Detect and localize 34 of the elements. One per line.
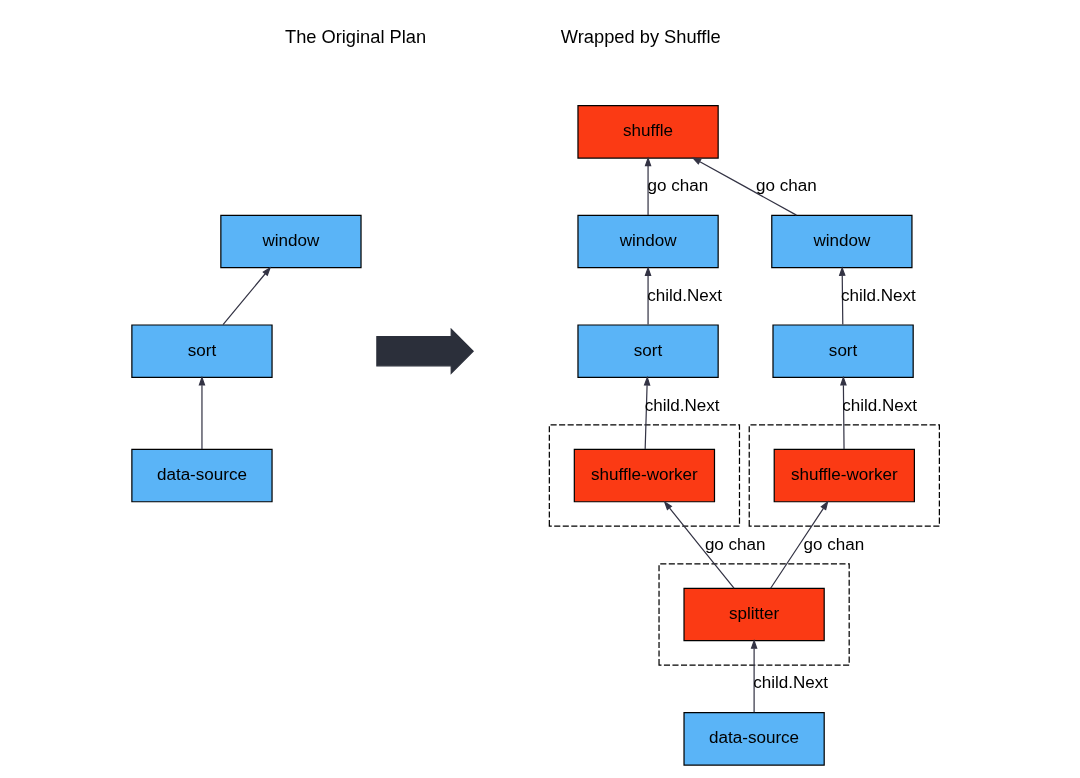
arrow bbox=[769, 500, 829, 589]
node-box: window bbox=[576, 214, 719, 269]
edge-label: go chan bbox=[647, 176, 708, 196]
label: The Original Plan bbox=[284, 26, 426, 48]
arrow bbox=[838, 266, 846, 326]
node-box: sort bbox=[771, 324, 914, 379]
node-box: shuffle-worker bbox=[573, 448, 715, 503]
node-box: sort bbox=[576, 324, 719, 379]
node-box: splitter bbox=[682, 587, 825, 642]
arrow bbox=[839, 375, 847, 450]
node-box: sort bbox=[130, 324, 273, 379]
node-box: shuffle bbox=[576, 105, 719, 159]
cluster bbox=[657, 563, 850, 666]
node-arrow bbox=[375, 327, 474, 375]
cluster bbox=[548, 424, 740, 527]
arrow bbox=[643, 375, 650, 450]
arrow bbox=[198, 375, 205, 450]
edge-label: go chan bbox=[704, 534, 766, 554]
arrow bbox=[691, 157, 797, 216]
edge-label: go chan bbox=[803, 534, 864, 554]
edge-label: go chan bbox=[755, 176, 817, 196]
arrow bbox=[750, 639, 758, 713]
arrow bbox=[221, 266, 271, 326]
node-box: window bbox=[770, 214, 913, 269]
node-box: shuffle-worker bbox=[773, 448, 915, 503]
arrow bbox=[663, 500, 735, 589]
node-box: data-source bbox=[130, 448, 273, 503]
arrow bbox=[644, 156, 651, 216]
node-box: window bbox=[219, 214, 362, 269]
arrow bbox=[644, 266, 651, 326]
node-box: data-source bbox=[682, 712, 825, 766]
edge-label: child.Next bbox=[646, 285, 722, 305]
label: Wrapped by Shuffle bbox=[560, 26, 721, 48]
cluster bbox=[748, 424, 940, 527]
